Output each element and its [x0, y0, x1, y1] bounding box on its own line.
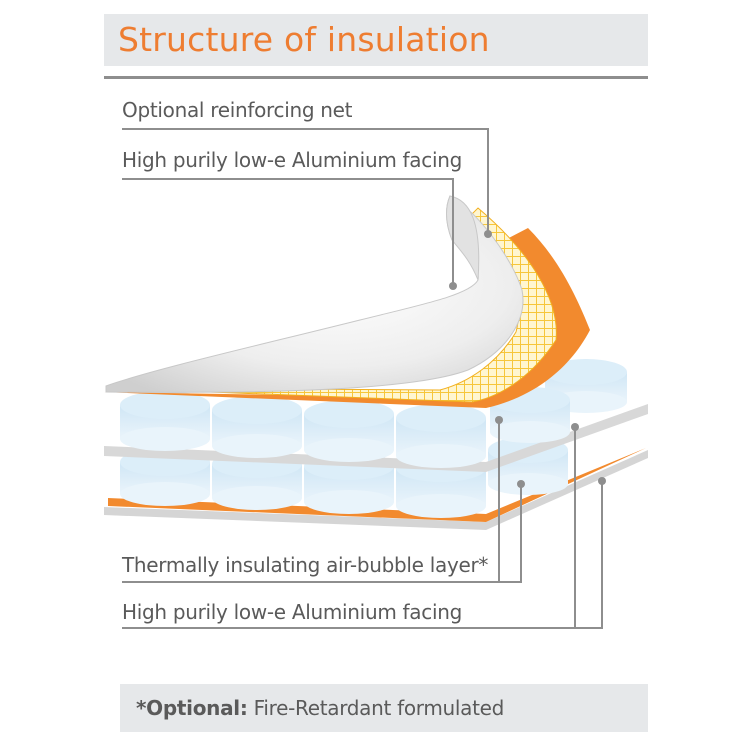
bubble	[212, 396, 302, 458]
leader-dot	[517, 480, 525, 488]
footnote-body: Fire-Retardant formulated	[247, 696, 505, 720]
leader-line-bubble-layer-2	[499, 484, 522, 583]
footnote: *Optional: Fire-Retardant formulated	[136, 696, 504, 720]
leader-dots	[449, 230, 606, 488]
label-bubble-layer: Thermally insulating air-bubble layer*	[122, 553, 489, 577]
title-divider	[104, 76, 648, 79]
footnote-prefix: *Optional:	[136, 696, 248, 720]
upper-bubble-row	[120, 391, 486, 468]
footnote-bar: *Optional: Fire-Retardant formulated	[120, 684, 648, 732]
top-foil-curl	[446, 195, 480, 281]
leader-dot	[484, 230, 492, 238]
diagram-title: Structure of insulation	[118, 20, 490, 59]
orange-top-layer	[104, 228, 590, 408]
bottom-orange-layer	[108, 448, 646, 522]
reinforcing-mesh-layer	[105, 207, 557, 403]
label-bottom-facing: High purily low-e Aluminium facing	[122, 600, 462, 624]
leader-dot	[495, 416, 503, 424]
leader-line-top-facing	[122, 178, 454, 284]
leader-line-reinforcing-net	[122, 128, 489, 232]
bubble	[545, 359, 627, 413]
bubble	[304, 400, 394, 462]
leader-dot	[449, 282, 457, 290]
leader-dot	[571, 423, 579, 431]
label-reinforcing-net: Optional reinforcing net	[122, 98, 353, 122]
leader-lines	[122, 128, 603, 629]
bubble	[120, 391, 210, 451]
leader-dot	[598, 477, 606, 485]
label-top-facing: High purily low-e Aluminium facing	[122, 148, 462, 172]
title-bar: Structure of insulation	[104, 14, 648, 66]
leader-line-bottom-facing-2	[575, 481, 603, 629]
bubble	[396, 404, 486, 468]
